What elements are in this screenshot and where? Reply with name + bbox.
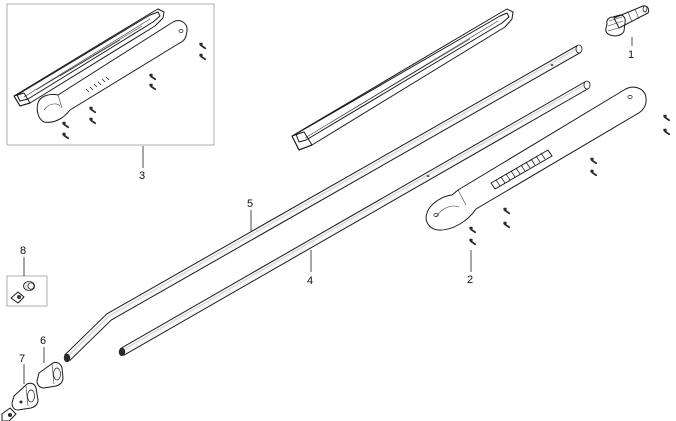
inset-handle-shell-lower	[36, 20, 188, 123]
inset-screws	[61, 41, 207, 140]
sleeve-6	[36, 361, 64, 389]
grip-ribs	[490, 149, 553, 190]
leader-lines	[23, 37, 633, 384]
callout-8: 8	[20, 245, 26, 257]
inset-8-frame	[6, 275, 48, 307]
fitting-7-lower	[1, 407, 17, 421]
fitting-8a	[23, 281, 35, 291]
inset-handle-shell-upper	[13, 8, 165, 107]
callout-5: 5	[247, 198, 253, 210]
callout-7: 7	[19, 353, 25, 365]
tube-4	[118, 80, 591, 357]
callout-1: 1	[628, 49, 634, 61]
fitting-8b	[10, 291, 25, 304]
callout-6: 6	[40, 335, 46, 347]
callout-3: 3	[139, 170, 145, 182]
handle-shell-upper	[291, 8, 514, 151]
tube-5	[63, 44, 583, 363]
callout-4: 4	[307, 275, 313, 287]
callout-2: 2	[467, 274, 473, 286]
handle-shell-lower	[425, 86, 647, 231]
connector-1	[605, 5, 650, 37]
inset-frame	[6, 3, 215, 146]
coupler-7	[11, 382, 39, 411]
inset-grip-slots	[85, 76, 110, 93]
